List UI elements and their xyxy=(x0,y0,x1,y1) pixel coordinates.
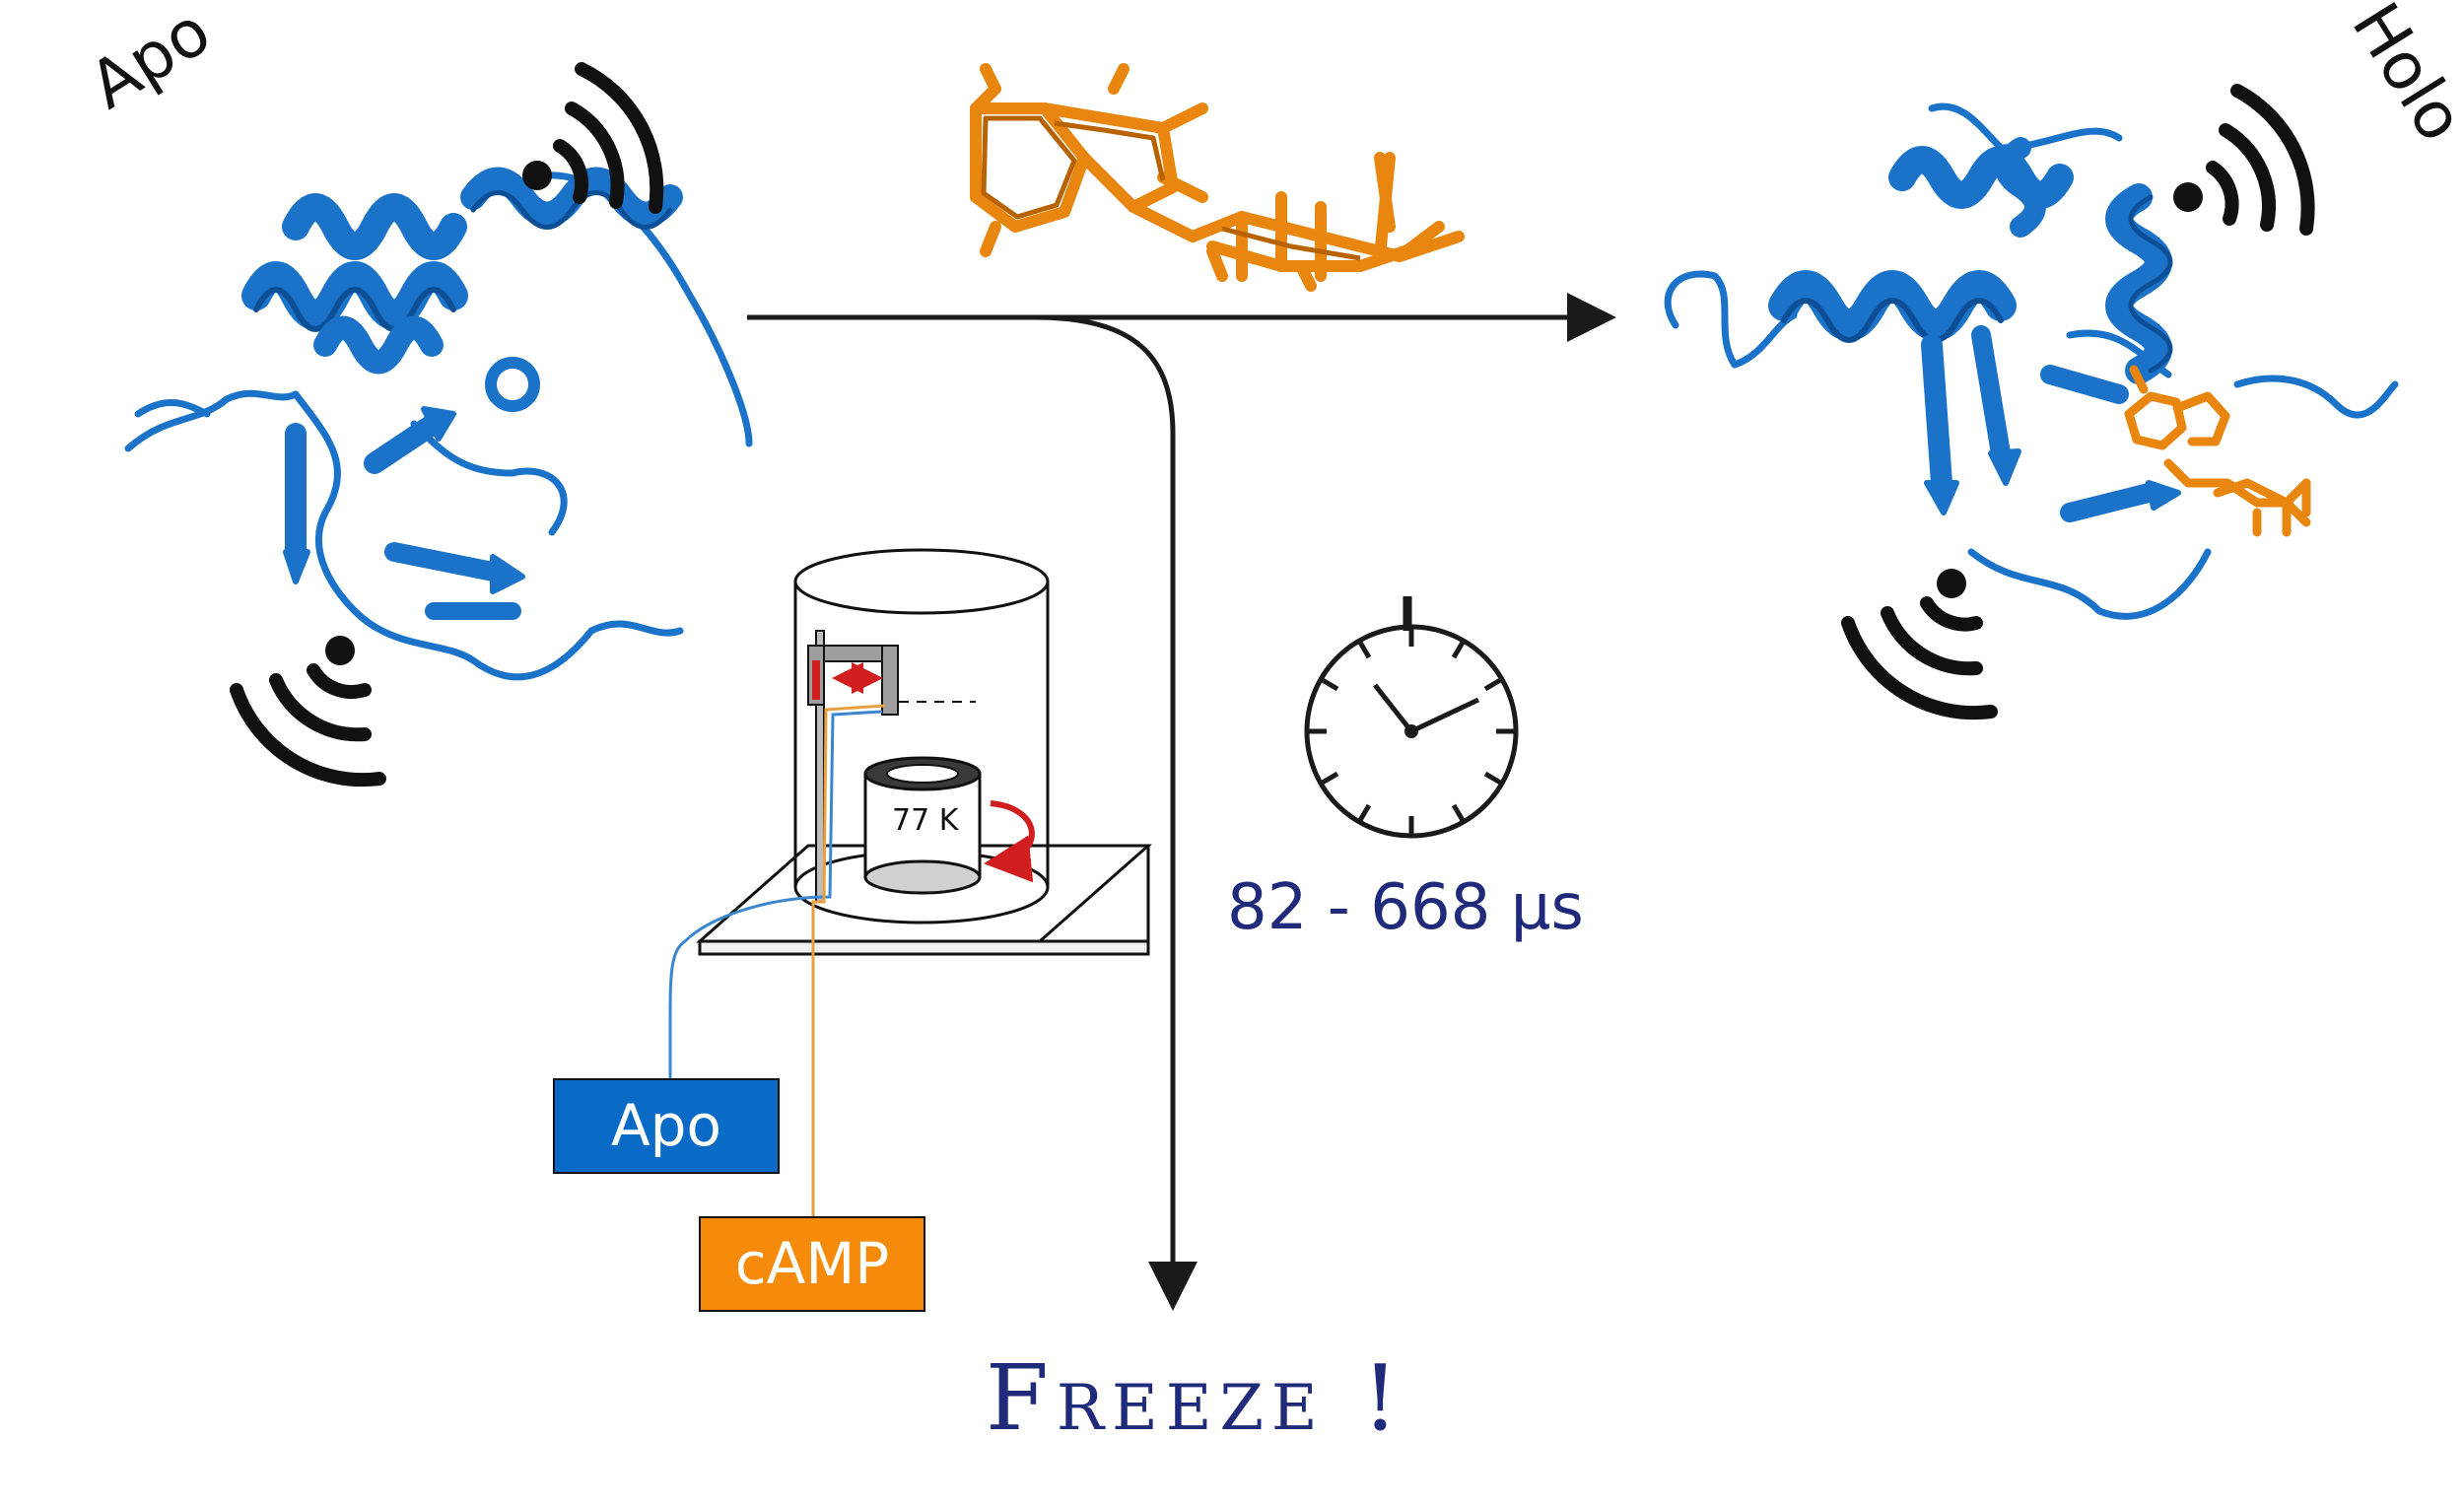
vibration-signal-icon xyxy=(2173,84,2315,236)
cryostat-apparatus-icon: 77 K xyxy=(668,548,1152,1217)
apo-tube xyxy=(668,710,883,1079)
holo-state-label: Holo xyxy=(2337,0,2464,155)
freeze-arrow xyxy=(1034,314,1198,1311)
protein-apo-icon xyxy=(124,167,753,681)
apo-sample-label: Apo xyxy=(611,1092,721,1159)
apo-state-label: Apo xyxy=(77,0,224,124)
freeze-label: Freeze ! xyxy=(986,1345,1406,1451)
apo-sample-box xyxy=(553,1078,780,1174)
stopwatch-icon xyxy=(1304,596,1519,839)
temperature-label: 77 K xyxy=(892,803,960,838)
vibration-signal-icon xyxy=(1841,569,1998,720)
protein-holo-icon xyxy=(1664,103,2399,620)
vibration-signal-icon xyxy=(522,62,664,214)
camp-sample-label: cAMP xyxy=(735,1230,890,1297)
time-range-label: 82 - 668 μs xyxy=(1227,871,1584,944)
camp-sample-box xyxy=(699,1216,925,1312)
vibration-signal-icon xyxy=(230,636,386,788)
camp-molecule-icon xyxy=(970,63,1465,292)
rotation-arrow xyxy=(984,800,1035,883)
camp-tube xyxy=(811,704,886,1217)
cylinder-top xyxy=(793,548,1050,615)
camp-molecule-shading xyxy=(981,115,1361,261)
bound-camp-molecule-icon xyxy=(2124,365,2311,537)
platform xyxy=(698,939,1150,956)
